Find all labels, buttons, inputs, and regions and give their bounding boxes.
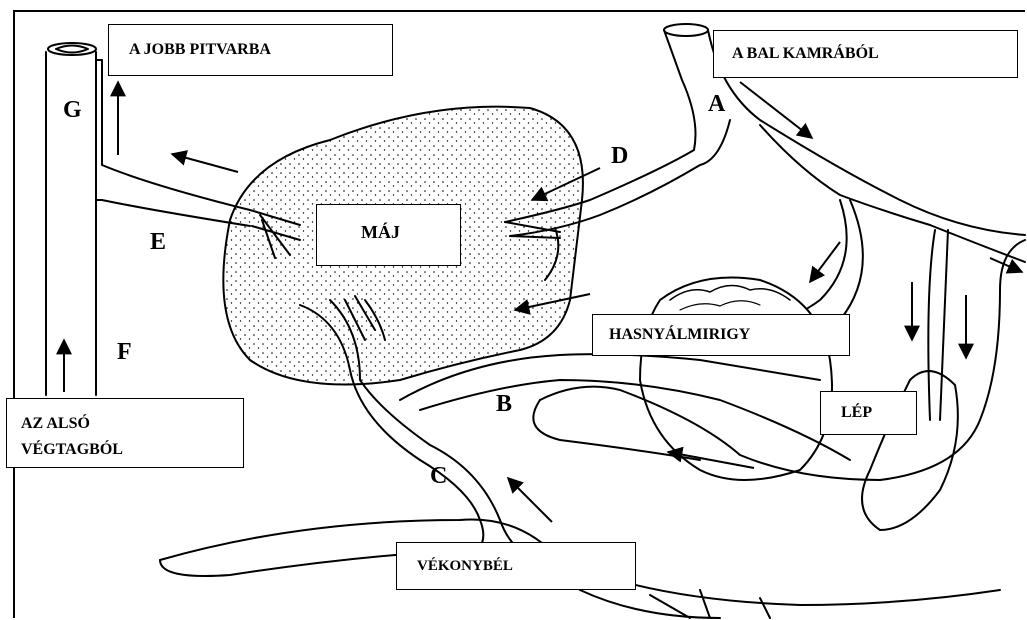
letter-b: B bbox=[496, 392, 512, 416]
label-jobb-pitvarba: A JOBB PITVARBA bbox=[108, 24, 393, 76]
label-maj: MÁJ bbox=[316, 204, 461, 266]
label-bal-kamrabol: A BAL KAMRÁBÓL bbox=[713, 30, 1018, 78]
letter-f: F bbox=[117, 340, 132, 364]
letter-g: G bbox=[63, 98, 82, 122]
label-also-vegtagbol: AZ ALSÓ VÉGTAGBÓL bbox=[6, 398, 244, 468]
letter-c: C bbox=[430, 464, 447, 488]
letter-d: D bbox=[611, 144, 628, 168]
letter-a: A bbox=[708, 92, 725, 116]
label-hasnyalmirigy: HASNYÁLMIRIGY bbox=[592, 314, 850, 356]
letter-e: E bbox=[150, 230, 166, 254]
pancreas bbox=[640, 278, 832, 481]
label-vekonybel: VÉKONYBÉL bbox=[396, 542, 636, 590]
label-lep: LÉP bbox=[820, 391, 917, 435]
